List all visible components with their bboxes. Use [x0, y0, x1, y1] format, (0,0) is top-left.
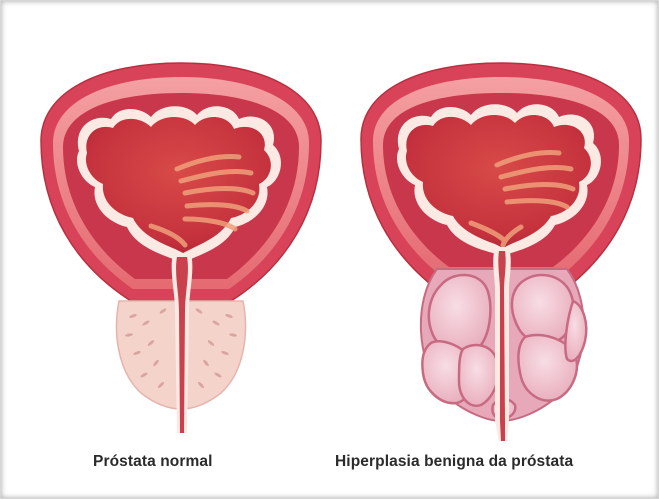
bph-urethra [493, 247, 511, 441]
caption-benign-prostatic-hyperplasia: Hiperplasia benigna da próstata [335, 453, 573, 471]
caption-normal-prostate: Próstata normal [93, 453, 213, 471]
